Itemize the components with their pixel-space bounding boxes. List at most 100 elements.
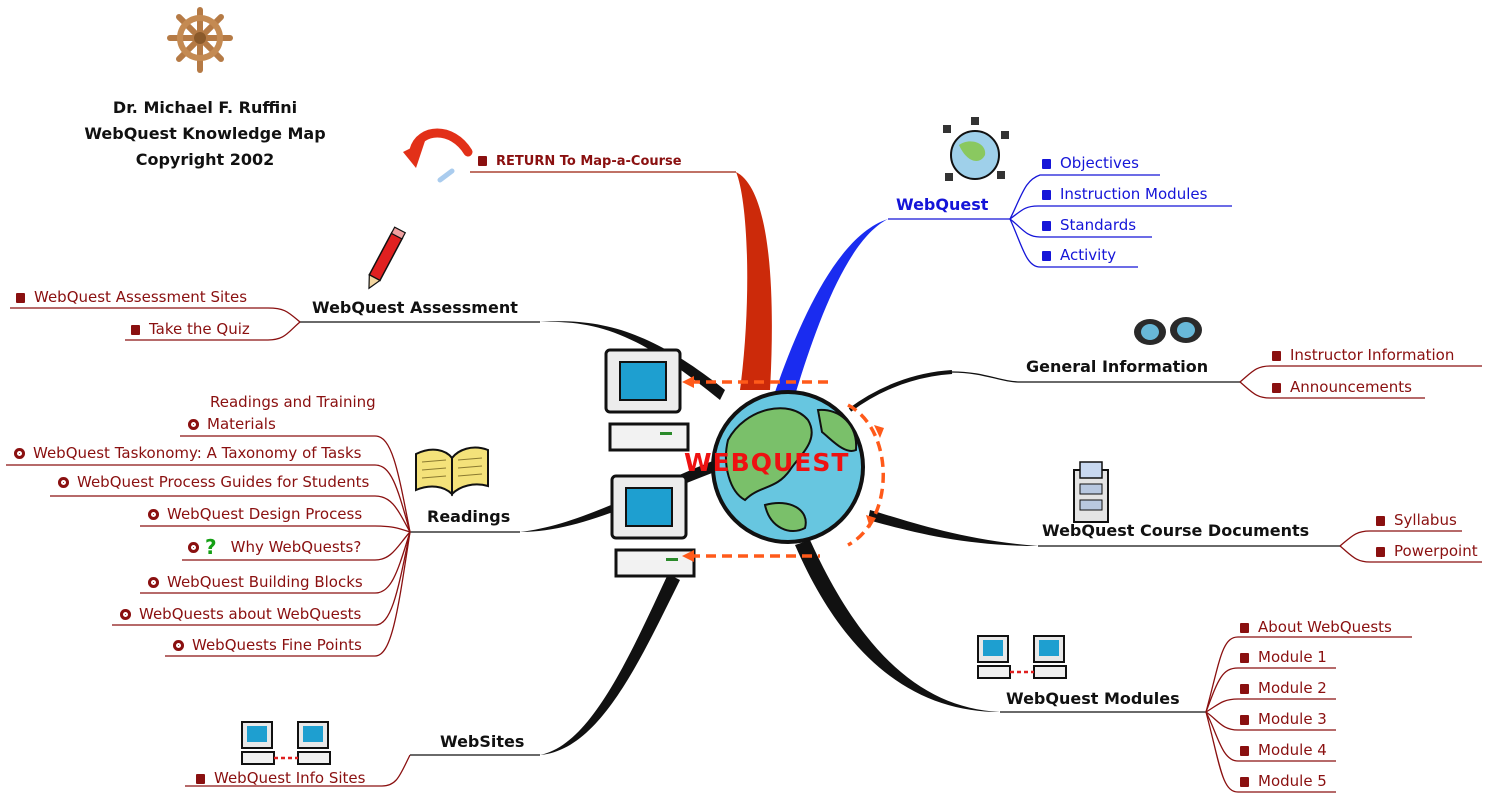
curved-arrow-icon bbox=[403, 128, 473, 183]
link-label[interactable]: Activity bbox=[1060, 246, 1117, 264]
link-instructor-information[interactable]: Instructor Information bbox=[1272, 346, 1454, 364]
ship-wheel-icon bbox=[167, 7, 233, 73]
link-label[interactable]: WebQuests Fine Points bbox=[192, 636, 362, 654]
link-objectives[interactable]: Objectives bbox=[1042, 154, 1139, 172]
document-icon bbox=[1240, 715, 1249, 725]
document-icon bbox=[1240, 623, 1249, 633]
link-label[interactable]: Instruction Modules bbox=[1060, 185, 1208, 203]
documents-branch bbox=[868, 510, 1482, 563]
reading-process-guides[interactable]: WebQuest Process Guides for Students bbox=[58, 473, 369, 491]
document-icon bbox=[1272, 383, 1281, 393]
link-info-sites[interactable]: WebQuest Info Sites bbox=[196, 769, 365, 787]
link-label[interactable]: Module 3 bbox=[1258, 710, 1327, 728]
credit-title: WebQuest Knowledge Map bbox=[84, 124, 326, 143]
link-label[interactable]: Module 5 bbox=[1258, 772, 1327, 790]
link-syllabus[interactable]: Syllabus bbox=[1376, 511, 1457, 529]
document-icon bbox=[1272, 351, 1281, 361]
credit-author: Dr. Michael F. Ruffini bbox=[112, 98, 298, 117]
link-label[interactable]: Announcements bbox=[1290, 378, 1412, 396]
link-label[interactable]: WebQuest Building Blocks bbox=[167, 573, 363, 591]
link-label[interactable]: Module 2 bbox=[1258, 679, 1327, 697]
binoculars-icon bbox=[1134, 317, 1202, 345]
link-label[interactable]: Powerpoint bbox=[1394, 542, 1478, 560]
gear-bullet-icon bbox=[173, 640, 184, 651]
topic-webquest-modules[interactable]: WebQuest Modules bbox=[1006, 689, 1180, 708]
reading-taskonomy[interactable]: WebQuest Taskonomy: A Taxonomy of Tasks bbox=[14, 444, 361, 462]
document-icon bbox=[131, 325, 140, 335]
websites-branch bbox=[185, 574, 680, 787]
reading-why-webquests[interactable]: ?Why WebQuests? bbox=[188, 537, 362, 557]
webquest-branch bbox=[775, 174, 1232, 395]
reading-webquests-about-webquests[interactable]: WebQuests about WebQuests bbox=[120, 605, 361, 623]
link-take-the-quiz[interactable]: Take the Quiz bbox=[131, 320, 250, 338]
link-about-webquests[interactable]: About WebQuests bbox=[1240, 618, 1392, 636]
earth-globe-icon bbox=[711, 390, 865, 544]
document-icon bbox=[1376, 516, 1385, 526]
return-link-label[interactable]: RETURN To Map-a-Course bbox=[496, 154, 682, 169]
link-module-2[interactable]: Module 2 bbox=[1240, 679, 1327, 697]
document-icon bbox=[1240, 653, 1249, 663]
link-label[interactable]: About WebQuests bbox=[1258, 618, 1392, 636]
link-label[interactable]: Objectives bbox=[1060, 154, 1139, 172]
credit-copyright: Copyright 2002 bbox=[135, 150, 275, 169]
link-label[interactable]: WebQuest Info Sites bbox=[214, 769, 366, 787]
topic-course-documents[interactable]: WebQuest Course Documents bbox=[1042, 521, 1310, 540]
link-label[interactable]: Standards bbox=[1060, 216, 1137, 234]
networked-computers-icon bbox=[977, 635, 1067, 679]
link-label[interactable]: Materials bbox=[207, 415, 276, 433]
link-module-3[interactable]: Module 3 bbox=[1240, 710, 1327, 728]
gear-bullet-icon bbox=[188, 419, 199, 430]
link-label[interactable]: Instructor Information bbox=[1290, 346, 1455, 364]
link-module-1[interactable]: Module 1 bbox=[1240, 648, 1327, 666]
link-instruction-modules[interactable]: Instruction Modules bbox=[1042, 185, 1207, 203]
reading-training-heading[interactable]: Readings and Training bbox=[210, 393, 376, 411]
link-assessment-sites[interactable]: WebQuest Assessment Sites bbox=[16, 288, 247, 306]
link-label[interactable]: Module 1 bbox=[1258, 648, 1327, 666]
link-standards[interactable]: Standards bbox=[1042, 216, 1136, 234]
topic-webquest[interactable]: WebQuest bbox=[896, 195, 989, 214]
document-icon bbox=[1240, 777, 1249, 787]
topic-general-information[interactable]: General Information bbox=[1026, 357, 1209, 376]
link-label[interactable]: WebQuests about WebQuests bbox=[139, 605, 362, 623]
link-label[interactable]: Module 4 bbox=[1258, 741, 1327, 759]
link-powerpoint[interactable]: Powerpoint bbox=[1376, 542, 1478, 560]
computer-icon bbox=[610, 474, 696, 578]
link-announcements[interactable]: Announcements bbox=[1272, 378, 1412, 396]
return-link[interactable]: RETURN To Map-a-Course bbox=[478, 153, 682, 171]
center-topic[interactable]: WEBQUEST bbox=[684, 448, 850, 477]
link-label[interactable]: Syllabus bbox=[1394, 511, 1457, 529]
document-icon bbox=[16, 293, 25, 303]
document-icon bbox=[196, 774, 205, 784]
modules-branch bbox=[795, 540, 1412, 793]
document-icon bbox=[1240, 684, 1249, 694]
reading-building-blocks[interactable]: WebQuest Building Blocks bbox=[148, 573, 363, 591]
link-label[interactable]: WebQuest Process Guides for Students bbox=[77, 473, 370, 491]
readings-branch bbox=[6, 435, 720, 657]
gear-bullet-icon bbox=[148, 509, 159, 520]
credit-block: Dr. Michael F. Ruffini WebQuest Knowledg… bbox=[40, 95, 370, 173]
gear-bullet-icon bbox=[148, 577, 159, 588]
link-label[interactable]: WebQuest Design Process bbox=[167, 505, 363, 523]
topic-readings[interactable]: Readings bbox=[427, 507, 511, 526]
reading-fine-points[interactable]: WebQuests Fine Points bbox=[173, 636, 362, 654]
topic-websites[interactable]: WebSites bbox=[440, 732, 525, 751]
globe-satellite-icon bbox=[943, 117, 1009, 181]
link-activity[interactable]: Activity bbox=[1042, 246, 1116, 264]
reading-design-process[interactable]: WebQuest Design Process bbox=[148, 505, 362, 523]
reading-training-materials[interactable]: Materials bbox=[188, 415, 276, 433]
link-label[interactable]: Why WebQuests? bbox=[230, 538, 362, 556]
link-label[interactable]: WebQuest Taskonomy: A Taxonomy of Tasks bbox=[33, 444, 362, 462]
pencil-icon bbox=[368, 226, 407, 290]
dashed-arrows bbox=[690, 380, 885, 558]
link-module-5[interactable]: Module 5 bbox=[1240, 772, 1327, 790]
link-module-4[interactable]: Module 4 bbox=[1240, 741, 1327, 759]
link-label[interactable]: WebQuest Assessment Sites bbox=[34, 288, 248, 306]
link-label[interactable]: Take the Quiz bbox=[149, 320, 250, 338]
gear-bullet-icon bbox=[58, 477, 69, 488]
arrowheads bbox=[682, 376, 884, 562]
computer-icon bbox=[604, 348, 690, 452]
topic-webquest-assessment[interactable]: WebQuest Assessment bbox=[312, 298, 518, 317]
filing-cabinet-icon bbox=[1073, 461, 1109, 523]
document-icon bbox=[478, 156, 487, 166]
